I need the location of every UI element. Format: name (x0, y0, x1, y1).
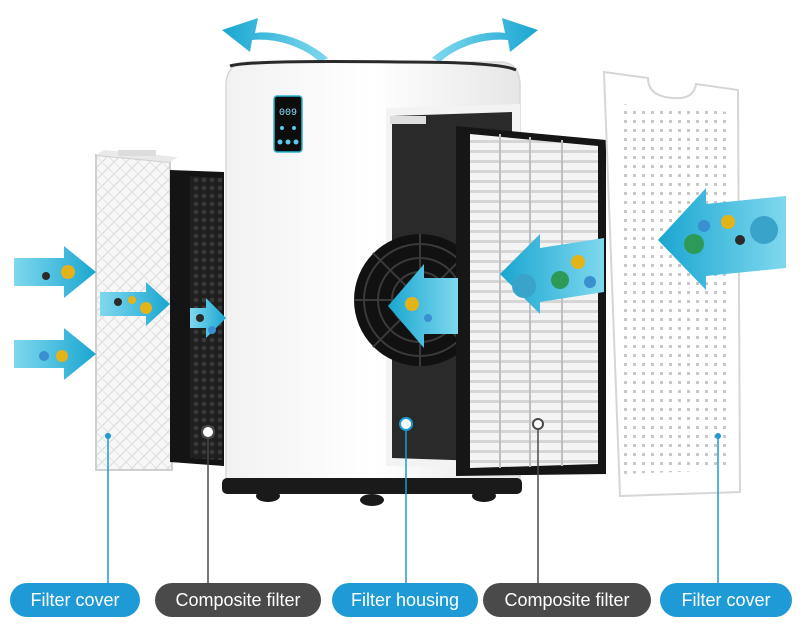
filter-cover-right-panel (602, 70, 742, 498)
label-filter-cover-left: Filter cover (10, 583, 140, 617)
airflow-arrow-icon (190, 298, 226, 338)
airflow-arrow-icon (388, 264, 458, 348)
airflow-arrow-icon (222, 18, 328, 62)
pollutant-particle-icon (39, 215, 778, 362)
callout-line-composite-filter-right (532, 418, 544, 586)
airflow-arrow-icon (14, 328, 96, 380)
callout-line-filter-cover-left (105, 433, 111, 586)
control-display-panel: 009 (273, 95, 303, 153)
callout-dot-icon (201, 425, 215, 439)
label-filter-cover-right: Filter cover (660, 583, 792, 617)
label-filter-housing: Filter housing (332, 583, 478, 617)
callout-dot-icon (532, 418, 544, 430)
airflow-arrow-icon (658, 188, 786, 290)
airflow-arrow-icon (100, 282, 170, 326)
callout-line-filter-housing (399, 417, 413, 586)
label-composite-filter-right: Composite filter (483, 583, 651, 617)
label-composite-filter-left: Composite filter (155, 583, 321, 617)
callout-dot-icon (399, 417, 413, 431)
airflow-arrow-icon (432, 18, 538, 62)
callout-line-filter-cover-right (715, 433, 721, 586)
callout-line-composite-filter-left (201, 425, 215, 586)
display-readout: 009 (279, 108, 297, 119)
airflow-arrow-icon (14, 246, 96, 298)
